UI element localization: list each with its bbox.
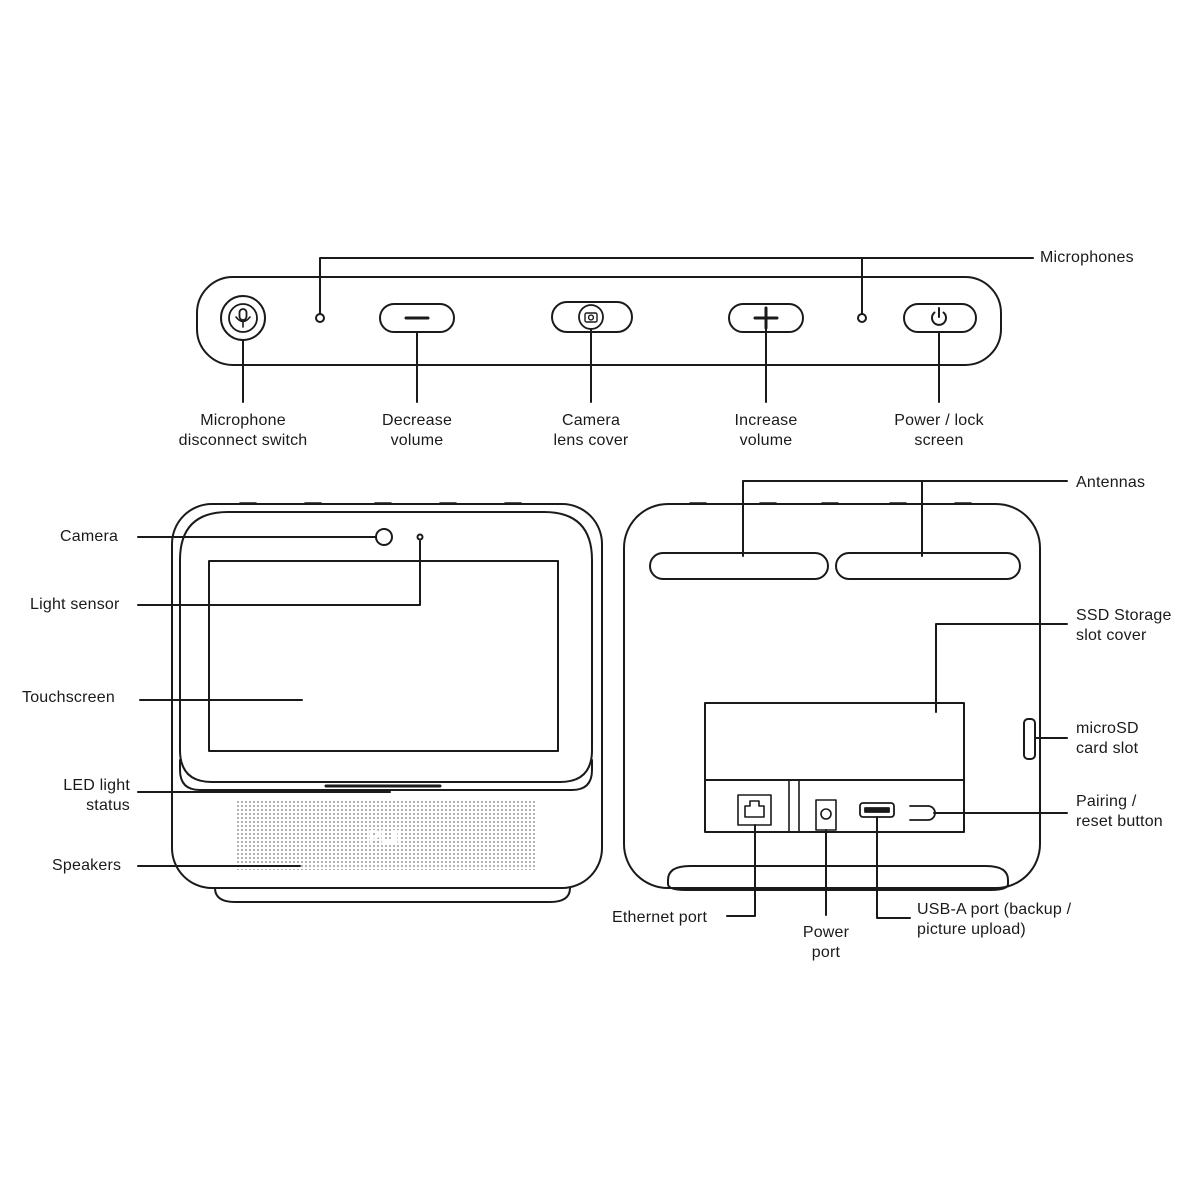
label-decrease-volume: Decrease volume bbox=[381, 412, 453, 449]
speaker-grille bbox=[235, 800, 535, 870]
front-view: PLII bbox=[137, 502, 603, 903]
label-speakers: Speakers bbox=[52, 857, 122, 874]
screen-panel bbox=[179, 511, 593, 783]
label-camera: Camera bbox=[60, 528, 119, 545]
top-button-bar bbox=[196, 257, 1034, 403]
antenna-right bbox=[835, 552, 1021, 580]
ssd-slot-cover bbox=[704, 702, 965, 781]
label-camera-lens-cover: Camera lens cover bbox=[553, 412, 629, 449]
label-touchscreen: Touchscreen bbox=[22, 689, 115, 706]
light-sensor bbox=[416, 533, 424, 541]
label-power-lock: Power / lock screen bbox=[894, 412, 984, 449]
label-light-sensor: Light sensor bbox=[30, 596, 120, 613]
decrease-volume-button bbox=[379, 303, 455, 333]
microphone-icon bbox=[235, 308, 251, 328]
label-ethernet: Ethernet port bbox=[612, 909, 708, 926]
front-body bbox=[171, 503, 603, 889]
label-pairing: Pairing / reset button bbox=[1076, 793, 1163, 830]
camera-lens-cover bbox=[551, 301, 633, 333]
label-increase-volume: Increase volume bbox=[734, 412, 798, 449]
back-base bbox=[667, 865, 1009, 891]
power-icon bbox=[931, 307, 947, 326]
label-power-port: Power port bbox=[802, 924, 850, 961]
front-base bbox=[214, 887, 571, 903]
microphone-hole-right bbox=[857, 313, 867, 323]
label-microphone-switch: Microphone disconnect switch bbox=[178, 412, 308, 449]
front-camera bbox=[375, 528, 393, 546]
led-ledge bbox=[179, 759, 593, 791]
label-led-status: LED light status bbox=[63, 777, 130, 814]
top-bar-outline bbox=[196, 276, 1002, 366]
label-microsd: microSD card slot bbox=[1076, 720, 1139, 757]
power-port-icon bbox=[815, 799, 837, 831]
label-ssd-cover: SSD Storage slot cover bbox=[1076, 607, 1172, 644]
antenna-left bbox=[649, 552, 829, 580]
ethernet-port-icon bbox=[737, 794, 772, 826]
label-antennas: Antennas bbox=[1076, 474, 1146, 491]
label-microphones: Microphones bbox=[1040, 249, 1134, 266]
label-usb-a: USB-A port (backup / picture upload) bbox=[917, 901, 1072, 938]
back-view bbox=[623, 480, 1068, 919]
port-panel bbox=[704, 779, 965, 833]
pairing-button-icon bbox=[909, 805, 936, 821]
logo-mark: PLII bbox=[368, 827, 401, 847]
plus-icon bbox=[753, 306, 779, 330]
back-body bbox=[623, 503, 1041, 889]
microsd-slot bbox=[1023, 718, 1036, 760]
power-button bbox=[903, 303, 977, 333]
mic-switch bbox=[220, 295, 266, 341]
microphone-hole-left bbox=[315, 313, 325, 323]
usb-port-icon bbox=[859, 802, 895, 818]
touchscreen-display bbox=[208, 560, 559, 752]
camera-icon bbox=[584, 312, 598, 323]
